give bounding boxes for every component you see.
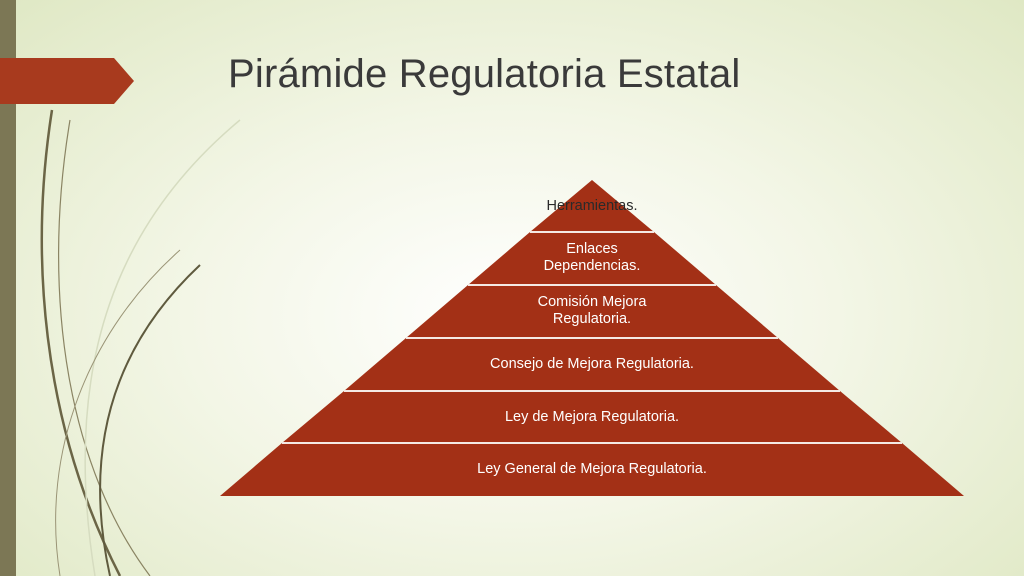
pyramid-level-2-line-1: Enlaces bbox=[566, 241, 618, 257]
pyramid-level-6-label: Ley General de Mejora Regulatoria. bbox=[477, 461, 707, 478]
pyramid-level-2-line-2: Dependencias. bbox=[543, 258, 641, 274]
swirl-line-4 bbox=[99, 264, 201, 576]
decorative-swirl-lines bbox=[40, 109, 241, 576]
pyramid-level-3-line-2: Regulatoria. bbox=[552, 311, 632, 327]
swirl-line-2 bbox=[57, 119, 151, 576]
pyramid-level-4-label: Consejo de Mejora Regulatoria. bbox=[490, 356, 694, 373]
pyramid-level-2-shape bbox=[468, 232, 716, 285]
pyramid-level-2-label: Enlaces Dependencias. bbox=[544, 241, 641, 275]
swirl-line-1 bbox=[40, 109, 122, 576]
pyramid-level-1-label: Herramientas. bbox=[546, 198, 637, 215]
pyramid-level-1-line-1: Herramientas. bbox=[546, 198, 638, 214]
pyramid-level-5-line-1: Ley de Mejora Regulatoria. bbox=[504, 409, 680, 425]
pyramid-level-3-line-1: Comisión Mejora bbox=[537, 294, 647, 310]
slide-title: Pirámide Regulatoria Estatal bbox=[228, 52, 741, 96]
pyramid-level-3-shape bbox=[406, 285, 778, 338]
left-decorative-bar bbox=[0, 0, 16, 576]
pyramid-level-3-label: Comisión Mejora Regulatoria. bbox=[538, 294, 647, 328]
pyramid-level-6-line-1: Ley General de Mejora Regulatoria. bbox=[477, 461, 707, 477]
pyramid-level-5-label: Ley de Mejora Regulatoria. bbox=[505, 409, 679, 426]
swirl-line-3 bbox=[84, 119, 241, 576]
pyramid-level-5-shape bbox=[282, 391, 902, 443]
title-accent-arrow bbox=[0, 58, 134, 104]
swirl-line-5 bbox=[55, 249, 181, 576]
pyramid-level-4-line-1: Consejo de Mejora Regulatoria. bbox=[490, 356, 694, 372]
pyramid-level-1-shape bbox=[530, 180, 654, 232]
pyramid-level-4-shape bbox=[344, 338, 840, 391]
pyramid-level-6-shape bbox=[220, 443, 964, 496]
